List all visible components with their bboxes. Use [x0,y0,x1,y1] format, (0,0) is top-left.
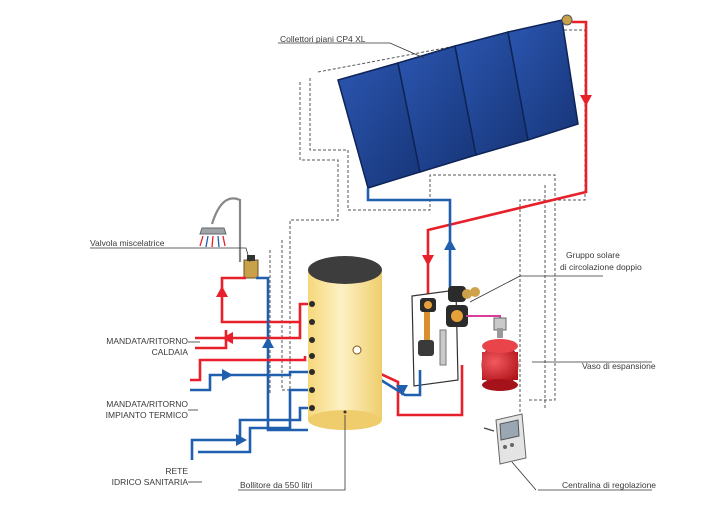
expansion-vessel [481,328,519,391]
heating-flow-return-label-line1: MANDATA/RITORNO [106,399,188,409]
water-network-label-line1: RETE [165,466,188,476]
solar-loop [366,20,592,300]
mixing-valve [243,255,259,279]
solar-collectors [337,14,579,189]
controller-label: Centralina di regolazione [562,480,657,490]
collectors-label: Collettori piani CP4 XL [280,34,366,44]
boiler-flow-return-label-line2: CALDAIA [151,347,188,357]
mixing-valve-label: Valvola miscelatrice [90,238,165,248]
heating-flow-return-label-line2: IMPIANTO TERMICO [105,410,188,420]
pump-icon [448,286,466,302]
shower-head-icon [199,197,242,262]
solar-circulation-group [411,286,480,387]
storage-tank-label: Bollitore da 550 litri [240,480,313,490]
water-network-label-line2: IDRICO SANITARIA [111,477,188,487]
solar-group-label-line2: di circolazione doppio [560,262,642,272]
boiler-flow-return-label-line1: MANDATA/RITORNO [106,336,188,346]
collector-panel [507,19,579,141]
expansion-vessel-label: Vaso di espansione [582,361,656,371]
leader-lines [90,42,652,491]
controller-device-icon [483,413,527,465]
solar-group-label-line1: Gruppo solare [566,250,620,260]
storage-tank [308,256,382,430]
